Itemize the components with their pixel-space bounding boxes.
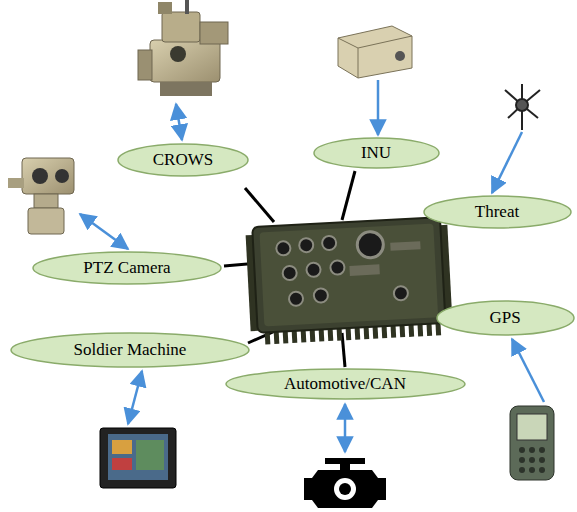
ellipse-node: Automotive/CAN — [225, 368, 466, 400]
gps-handheld — [510, 406, 554, 480]
ellipse-node: GPS — [436, 300, 575, 336]
crows-turret — [138, 0, 228, 96]
node-label: Soldier Machine — [74, 341, 187, 360]
inu-box — [338, 26, 412, 78]
ellipse-shape — [314, 138, 439, 168]
wire — [245, 188, 274, 222]
processor-unit — [245, 217, 453, 345]
wire — [342, 171, 355, 220]
display-terminal — [100, 428, 176, 488]
ellipse-node: CROWS — [117, 143, 249, 177]
ellipse-shape — [118, 144, 248, 176]
ellipse-node: Soldier Machine — [10, 332, 250, 368]
node-label: PTZ Camera — [83, 259, 170, 278]
engine-icon — [304, 458, 386, 508]
ellipse-shape — [33, 252, 221, 284]
ellipse-shape — [437, 301, 574, 335]
ellipse-node: INU — [313, 137, 440, 169]
ellipse-node: Threat — [423, 195, 572, 229]
node-label: GPS — [489, 309, 520, 328]
ellipse-shape — [226, 369, 465, 399]
ellipse-shape — [424, 196, 571, 228]
node-label: CROWS — [153, 151, 213, 170]
ptz-camera — [8, 158, 74, 234]
node-label: Automotive/CAN — [284, 375, 406, 394]
ellipse-node: PTZ Camera — [32, 251, 222, 285]
node-label: INU — [361, 144, 391, 163]
signal-arrow — [80, 80, 544, 452]
wire — [342, 333, 345, 367]
node-label: Threat — [475, 203, 519, 222]
threat-antenna — [505, 84, 540, 130]
ellipse-shape — [11, 333, 249, 367]
